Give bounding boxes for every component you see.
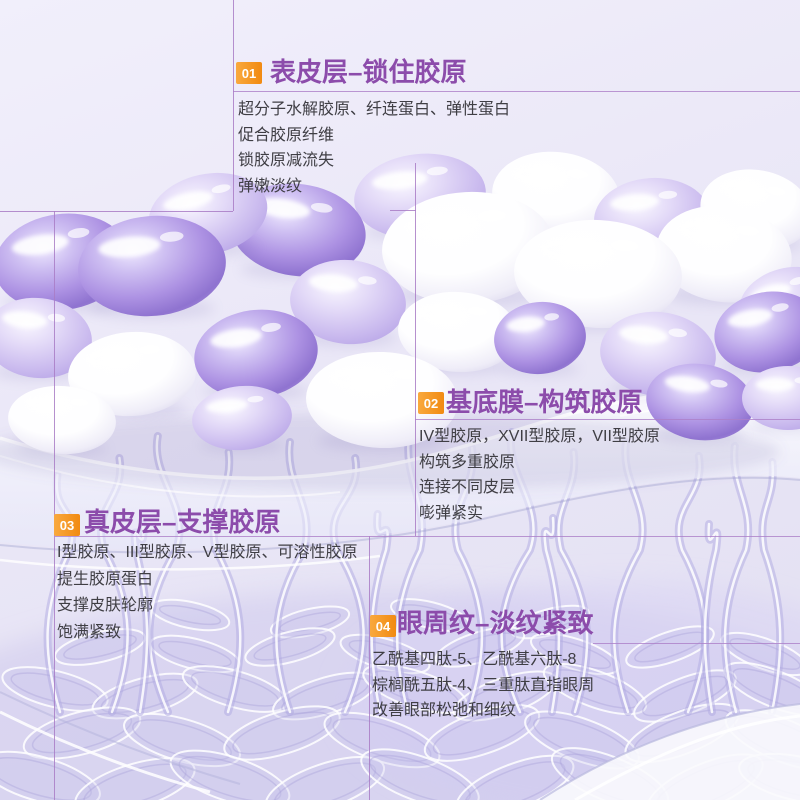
section4-line3: 改善眼部松弛和细纹: [372, 702, 517, 719]
leader-line-section2-vertical: [415, 163, 416, 536]
leader-line-section1-vertical: [233, 0, 234, 211]
section1-line2: 促合胶原纤维: [238, 126, 335, 144]
leader-line-section1-bottom: [0, 211, 233, 212]
section4-line2: 棕榈酰五肽-4、三重肽直指眼周: [372, 676, 595, 694]
title-rule-section4: [593, 643, 800, 644]
section1-line4: 弹嫩淡纹: [238, 177, 303, 195]
section3-line2: 提生胶原蛋白: [57, 570, 154, 588]
section1-body: 超分子水解胶原、纤连蛋白、弹性蛋白 促合胶原纤维 锁胶原减流失 弹嫩淡纹: [238, 97, 510, 199]
leader-line-section4-vertical: [369, 536, 370, 800]
section2-title: 基底膜–构筑胶原: [446, 387, 643, 417]
section1-line1: 超分子水解胶原、纤连蛋白、弹性蛋白: [238, 101, 511, 118]
section1-number-badge: 01: [236, 62, 262, 84]
section3-number-badge: 03: [54, 514, 80, 536]
section2-line4: 嘭弹紧实: [419, 504, 484, 522]
section4-body: 乙酰基四肽-5、乙酰基六肽-8 棕榈酰五肽-4、三重肽直指眼周 改善眼部松弛和细…: [372, 647, 594, 724]
section2-line1: IV型胶原，XVII型胶原，VII型胶原: [419, 428, 660, 445]
leader-line-connector: [390, 210, 416, 211]
section1-title: 表皮层–锁住胶原: [270, 57, 467, 87]
section2-line3: 连接不同皮层: [419, 479, 516, 496]
section3-line3: 支撑皮肤轮廓: [57, 597, 154, 614]
title-rule-section1: [233, 91, 800, 92]
section2-number-badge: 02: [418, 392, 444, 414]
leader-line-section3-vertical: [54, 211, 55, 800]
section3-body: I型胶原、III型胶原、V型胶原、可溶性胶原 提生胶原蛋白 支撑皮肤轮廓 饱满紧…: [57, 540, 357, 646]
section4-title: 眼周纹–淡纹紧致: [397, 608, 594, 638]
section2-body: IV型胶原，XVII型胶原，VII型胶原 构筑多重胶原 连接不同皮层 嘭弹紧实: [419, 424, 660, 526]
title-rule-section2: [415, 419, 800, 420]
title-rule-section3: [55, 536, 800, 537]
section3-line1: I型胶原、III型胶原、V型胶原、可溶性胶原: [57, 544, 358, 561]
section3-title: 真皮层–支撑胶原: [84, 507, 281, 537]
section1-line3: 锁胶原减流失: [238, 152, 335, 169]
section3-line4: 饱满紧致: [57, 623, 122, 641]
section4-number-badge: 04: [370, 615, 396, 637]
section2-line2: 构筑多重胶原: [419, 453, 516, 471]
section4-line1: 乙酰基四肽-5、乙酰基六肽-8: [372, 651, 577, 668]
